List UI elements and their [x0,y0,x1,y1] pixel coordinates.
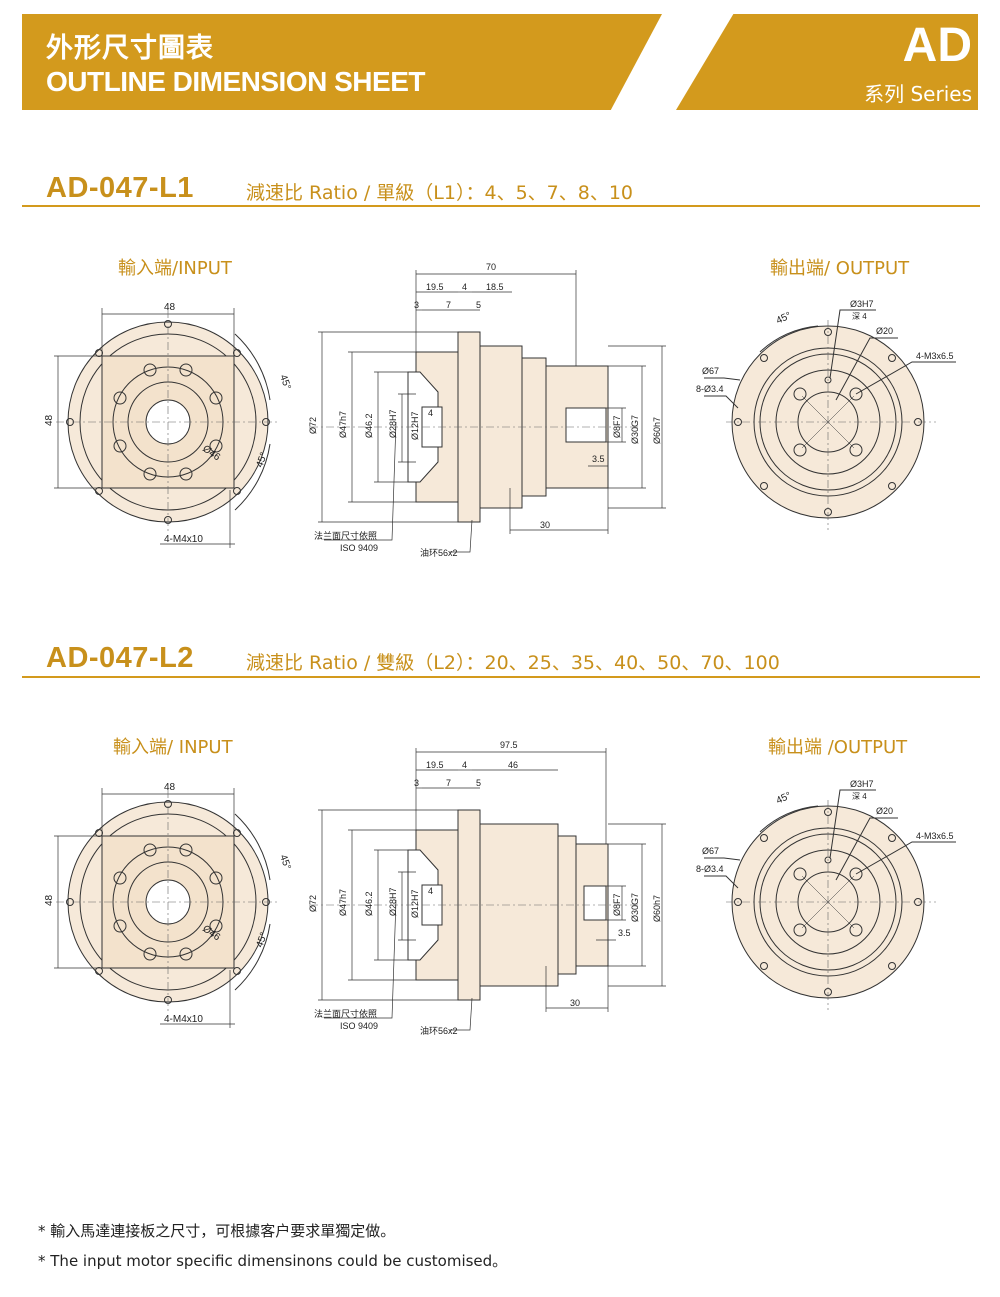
l2-input-label: 輸入端/ INPUT [113,737,233,758]
l2-shaft-length: 30 [570,998,580,1008]
l1-overall-length: 70 [486,262,496,272]
l1-output-tap: 4-M3x6.5 [916,351,954,361]
l1-output-pin: Ø3H7 [850,299,874,309]
l2-overall-length: 97.5 [500,740,518,750]
l2-output-holes: 8-Ø3.4 [696,864,724,874]
l2-output-label: 輸出端 /OUTPUT [768,737,908,758]
l1-inner-dim: 4 [428,408,433,418]
l1-oil-ring: 油环56x2 [420,547,458,558]
l2-output-dia-outer: Ø67 [702,846,719,856]
l2-side-drawing: 97.5 19.5 4 46 3 7 5 Ø72 Ø47h7 Ø46.2 Ø28… [308,740,666,1036]
l2-dim-d5: 7 [446,778,451,788]
series-code: AD [902,19,972,72]
l2-dim-d3: 46 [508,760,518,770]
l2-input-angle-a: 45° [277,853,293,871]
l1-flange-note-1: 法兰面尺寸依照 [314,530,377,541]
l1-shaft-length: 30 [540,520,550,530]
l1-output-dia-inner: Ø20 [876,326,893,336]
model-l1-ratio: 減速比 Ratio / 單級（L1）：4、5、7、8、10 [246,182,634,204]
note-en: * The input motor specific dimensinons c… [38,1252,508,1270]
l1-dim-d1: 19.5 [426,282,444,292]
l2-dim-d1: 19.5 [426,760,444,770]
header-banner-right [676,14,978,110]
l2-dia-g: Ø30G7 [630,893,640,922]
l2-inner-dim: 4 [428,886,433,896]
l1-dia-d: Ø28H7 [388,409,398,438]
l1-step: 3.5 [592,454,605,464]
l1-side-drawing: 70 19.5 4 18.5 3 7 5 Ø72 Ø47h7 Ø46.2 Ø28… [308,262,666,558]
l1-input-angle-b: 45° [254,451,270,469]
l1-output-holes: 8-Ø3.4 [696,384,724,394]
l2-dia-d: Ø28H7 [388,887,398,916]
l2-step: 3.5 [618,928,631,938]
l1-flange-note-2: ISO 9409 [340,543,378,553]
page-title-cn: 外形尺寸圖表 [46,33,214,64]
l2-dia-b: Ø47h7 [338,889,348,916]
l2-output-drawing: Ø3H7 深 4 45° Ø20 4-M3x6.5 Ø67 8-Ø3.4 [696,779,956,1010]
l2-flange-note-2: ISO 9409 [340,1021,378,1031]
l1-dim-d5: 7 [446,300,451,310]
header-banner-left [22,14,662,110]
l2-dim-d6: 5 [476,778,481,788]
l1-output-label: 輸出端/ OUTPUT [770,258,910,279]
l1-dia-b: Ø47h7 [338,411,348,438]
l2-input-tap: 4-M4x10 [164,1014,203,1025]
model-l2-ratio: 減速比 Ratio / 雙級（L2）：20、25、35、40、50、70、100 [246,652,780,674]
l2-flange-note-1: 法兰面尺寸依照 [314,1008,377,1019]
l2-output-dia-inner: Ø20 [876,806,893,816]
l2-dia-e: Ø12H7 [410,889,420,918]
l1-dim-d2: 4 [462,282,467,292]
l1-output-drawing: Ø3H7 深 4 45° Ø20 4-M3x6.5 Ø67 8-Ø3.4 [696,299,956,530]
l2-dia-h: Ø60h7 [652,895,662,922]
l1-dia-h: Ø60h7 [652,417,662,444]
l2-oil-ring: 油环56x2 [420,1025,458,1036]
l1-output-dia-outer: Ø67 [702,366,719,376]
section-l2-rule [22,676,980,678]
l2-dim-d4: 3 [414,778,419,788]
l1-dia-a: Ø72 [308,417,318,434]
l2-output-angle: 45° [775,790,793,806]
l1-output-angle: 45° [775,310,793,326]
section-l1-rule [22,205,980,207]
l2-input-height: 48 [44,894,55,906]
series-label: 系列 Series [864,82,972,106]
l1-dia-e: Ø12H7 [410,411,420,440]
l2-dia-c: Ø46.2 [364,891,374,916]
l1-output-pin-depth: 深 4 [852,312,867,321]
l1-dia-g: Ø30G7 [630,415,640,444]
l2-output-tap: 4-M3x6.5 [916,831,954,841]
l2-input-width: 48 [164,782,176,793]
l2-dia-f: Ø8F7 [612,893,622,916]
l2-input-drawing: 48 48 Ø46 45° 45° 4-M4x10 [44,782,293,1028]
l1-dim-d3: 18.5 [486,282,504,292]
l1-dim-d4: 3 [414,300,419,310]
l1-input-tap: 4-M4x10 [164,534,203,545]
l1-dia-f: Ø8F7 [612,415,622,438]
l1-input-angle-a: 45° [277,373,293,391]
model-l2-title: AD-047-L2 [46,642,194,674]
l1-dia-c: Ø46.2 [364,413,374,438]
model-l1-title: AD-047-L1 [46,172,194,204]
l2-output-pin: Ø3H7 [850,779,874,789]
l1-input-label: 輸入端/INPUT [118,258,232,279]
l1-dim-d6: 5 [476,300,481,310]
page-title-en: OUTLINE DIMENSION SHEET [46,66,425,97]
l1-input-height: 48 [44,414,55,426]
l1-input-drawing: 48 48 Ø46 45° 45° 4-M4x10 [44,302,293,548]
l2-output-pin-depth: 深 4 [852,792,867,801]
l1-input-width: 48 [164,302,176,313]
l2-dim-d2: 4 [462,760,467,770]
l2-dia-a: Ø72 [308,895,318,912]
note-cn: * 輸入馬達連接板之尺寸，可根據客户要求單獨定做。 [38,1222,396,1240]
l2-input-angle-b: 45° [254,931,270,949]
